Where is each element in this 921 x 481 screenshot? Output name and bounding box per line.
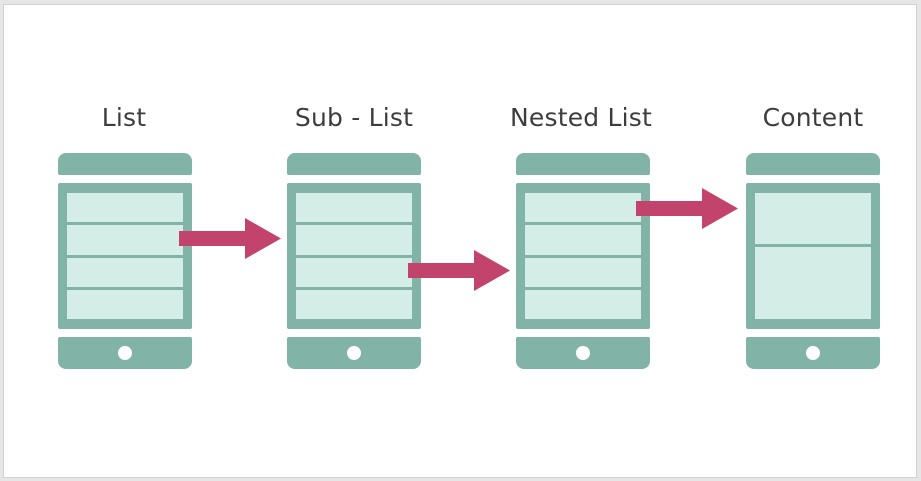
step-label-nested-list: Nested List — [509, 103, 652, 132]
phone-top-bar — [516, 153, 650, 175]
list-row — [525, 257, 641, 287]
list-row — [67, 193, 183, 223]
list-row — [296, 225, 412, 255]
phone-top-bar — [287, 153, 421, 175]
phone-screen — [296, 193, 412, 319]
phone-top-bar — [746, 153, 880, 175]
list-row — [296, 193, 412, 223]
home-button-icon — [347, 346, 361, 360]
content-header-panel — [755, 193, 871, 244]
phone-body — [516, 183, 650, 329]
phone-body — [287, 183, 421, 329]
step-label-content: Content — [762, 103, 864, 132]
content-body-panel — [755, 247, 871, 319]
list-row — [296, 257, 412, 287]
home-button-icon — [576, 346, 590, 360]
phone-content — [746, 153, 880, 369]
list-row — [525, 289, 641, 319]
list-row — [525, 193, 641, 223]
phone-top-bar — [58, 153, 192, 175]
step-label-sub-list: Sub - List — [294, 103, 414, 132]
list-row — [67, 225, 183, 255]
phone-nested-list — [516, 153, 650, 369]
phone-screen — [525, 193, 641, 319]
home-button-icon — [806, 346, 820, 360]
phone-list — [58, 153, 192, 369]
phone-bottom-bar — [746, 337, 880, 369]
phone-bottom-bar — [287, 337, 421, 369]
list-row — [67, 257, 183, 287]
phone-screen — [67, 193, 183, 319]
phone-screen — [755, 193, 871, 319]
list-row — [525, 225, 641, 255]
phone-bottom-bar — [58, 337, 192, 369]
phone-sub-list — [287, 153, 421, 369]
list-row — [67, 289, 183, 319]
phone-bottom-bar — [516, 337, 650, 369]
phone-body — [58, 183, 192, 329]
step-label-list: List — [101, 103, 147, 132]
list-row — [296, 289, 412, 319]
phone-body — [746, 183, 880, 329]
home-button-icon — [118, 346, 132, 360]
